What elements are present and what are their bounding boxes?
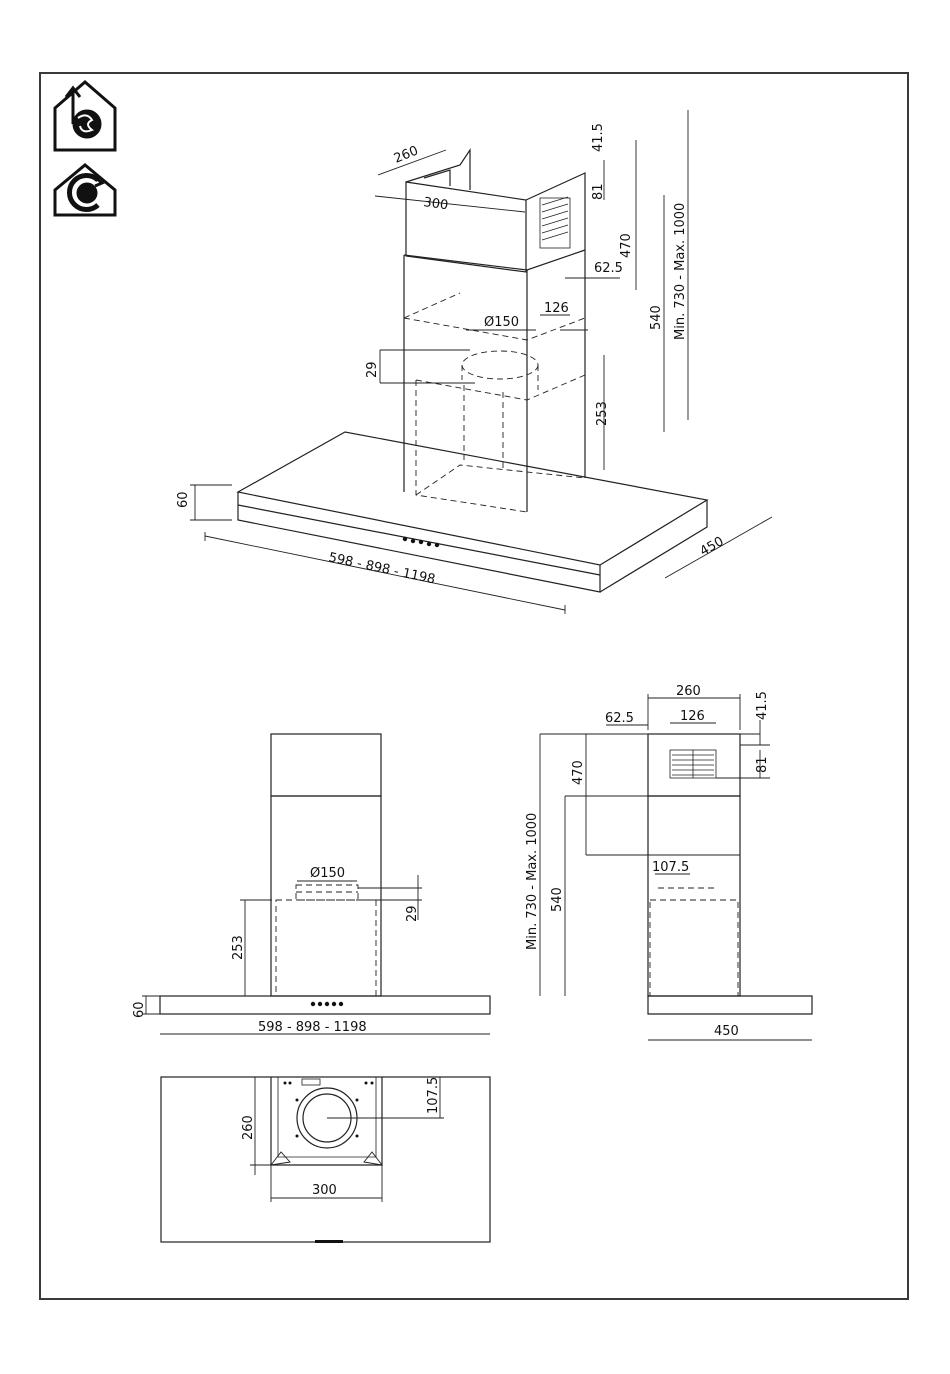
- side-dim-41-5: 41.5: [755, 691, 770, 720]
- perspective-hood-depth: 450: [698, 534, 727, 559]
- perspective-dim-540: 540: [649, 305, 664, 330]
- perspective-chimney-depth: 260: [392, 144, 421, 167]
- front-dim-253: 253: [231, 935, 246, 960]
- front-hood-height: 60: [132, 1001, 147, 1018]
- perspective-dimension-labels: 260 300 41.5 81 470 62.5 126 Ø150 29 253…: [176, 123, 727, 587]
- perspective-dim-126: 126: [544, 301, 569, 316]
- top-dim-260: 260: [241, 1115, 256, 1140]
- perspective-dim-62-5: 62.5: [594, 261, 623, 276]
- side-dim-81: 81: [755, 756, 770, 773]
- side-height-range: Min. 730 - Max. 1000: [525, 813, 540, 950]
- perspective-chimney-width: 300: [422, 195, 449, 213]
- perspective-hood-height: 60: [176, 491, 191, 508]
- side-dim-107-5: 107.5: [652, 860, 689, 875]
- perspective-duct-diameter: Ø150: [484, 315, 519, 330]
- side-dim-126: 126: [680, 709, 705, 724]
- top-dim-300: 300: [312, 1183, 337, 1198]
- ducted-mode-icon: [55, 82, 115, 150]
- perspective-height-range: Min. 730 - Max. 1000: [673, 203, 688, 340]
- recirculating-mode-icon: [55, 165, 115, 215]
- perspective-dim-253: 253: [595, 401, 610, 426]
- front-duct-diameter: Ø150: [310, 866, 345, 881]
- perspective-dim-41-5: 41.5: [591, 123, 606, 152]
- side-dim-470: 470: [571, 760, 586, 785]
- side-dim-540: 540: [550, 887, 565, 912]
- front-view: [142, 734, 490, 1034]
- front-control-buttons: [311, 1002, 343, 1006]
- side-hood-depth: 450: [714, 1024, 739, 1039]
- side-chimney-depth: 260: [676, 684, 701, 699]
- front-dim-29: 29: [405, 905, 420, 922]
- top-dim-107-5: 107.5: [426, 1077, 441, 1114]
- perspective-dim-81: 81: [591, 183, 606, 200]
- front-hood-width: 598 - 898 - 1198: [258, 1020, 367, 1035]
- perspective-dim-470: 470: [619, 233, 634, 258]
- perspective-view: [190, 110, 772, 614]
- perspective-dim-29: 29: [365, 361, 380, 378]
- side-dim-62-5: 62.5: [605, 711, 634, 726]
